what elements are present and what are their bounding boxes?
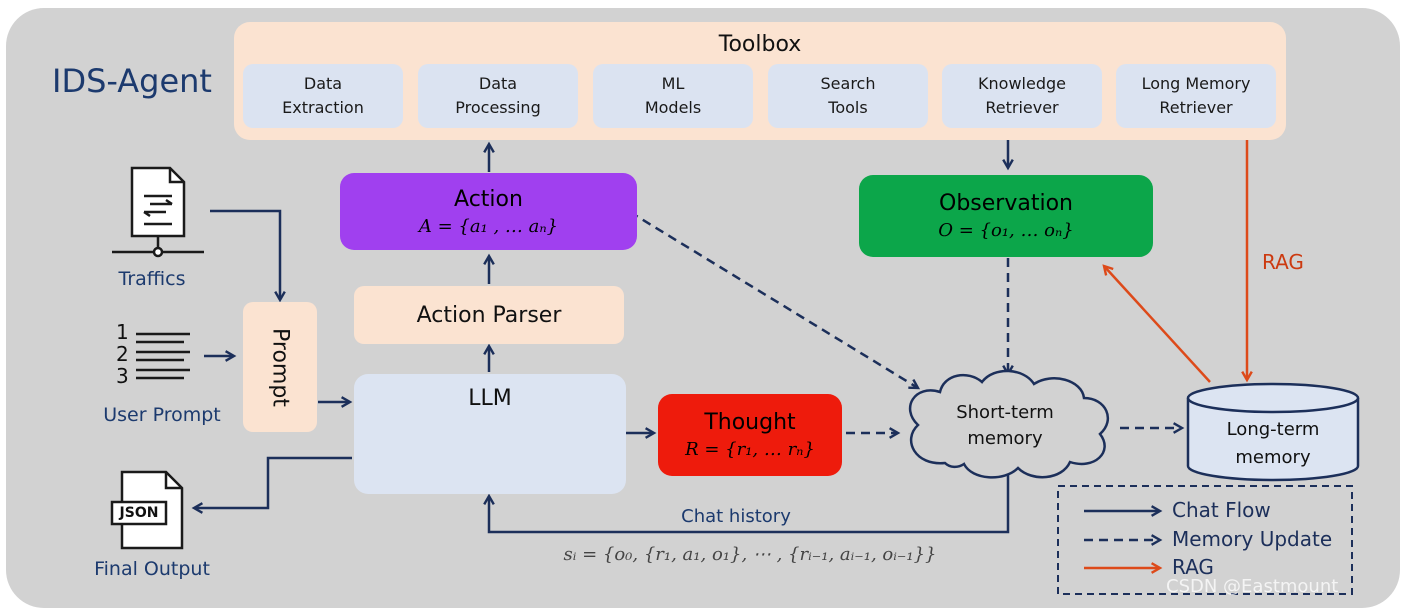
thought-box: Thought R = {r₁, … rₙ} bbox=[658, 394, 842, 476]
short-term-memory-cloud bbox=[908, 369, 1110, 479]
action-formula: A = {a₁ , … aₙ} bbox=[418, 215, 559, 237]
llm-box: LLM bbox=[354, 374, 626, 494]
toolbox-title: Toolbox bbox=[718, 32, 802, 57]
action-parser-box: Action Parser bbox=[354, 286, 624, 344]
tool-label: Data Processing bbox=[455, 74, 541, 117]
final-output-label: Final Output bbox=[94, 558, 210, 580]
prompt-label: Prompt bbox=[267, 327, 293, 407]
tool-data-extraction: Data Extraction bbox=[243, 64, 403, 128]
observation-title: Observation bbox=[939, 191, 1073, 216]
tool-label: Data Extraction bbox=[282, 74, 364, 117]
llm-title: LLM bbox=[468, 386, 512, 411]
legend-box bbox=[1057, 485, 1353, 595]
user-prompt-number-1: 1 bbox=[116, 320, 129, 344]
long-term-memory-cylinder bbox=[1186, 382, 1360, 482]
long-term-memory-label: Long-term memory bbox=[1226, 419, 1320, 468]
action-title: Action bbox=[454, 186, 523, 212]
short-term-memory-label: Short-term memory bbox=[956, 402, 1054, 449]
arrow-action-to-stm bbox=[629, 210, 918, 388]
tool-label: Long Memory Retriever bbox=[1141, 74, 1251, 117]
rag-label: RAG bbox=[1262, 250, 1304, 274]
watermark: CSDN @Eastmount bbox=[1166, 576, 1339, 597]
user-prompt-label: User Prompt bbox=[103, 404, 221, 426]
tool-label: Search Tools bbox=[820, 74, 876, 117]
action-parser-label: Action Parser bbox=[416, 302, 562, 328]
tool-label: Knowledge Retriever bbox=[978, 74, 1066, 117]
chat-history-formula: sᵢ = {o₀, {r₁, a₁, o₁}, ⋯ , {rᵢ₋₁, aᵢ₋₁,… bbox=[563, 544, 937, 565]
agent-title: IDS-Agent bbox=[52, 62, 212, 100]
thought-formula: R = {r₁, … rₙ} bbox=[685, 439, 815, 460]
json-badge: JSON bbox=[119, 505, 159, 521]
tool-label: ML Models bbox=[644, 74, 702, 117]
user-prompt-number-2: 2 bbox=[116, 342, 129, 366]
tool-ml-models: ML Models bbox=[593, 64, 753, 128]
traffics-label: Traffics bbox=[118, 268, 186, 290]
prompt-box: Prompt bbox=[243, 302, 317, 432]
tool-knowledge-retriever: Knowledge Retriever bbox=[942, 64, 1102, 128]
legend-chat-flow-label: Chat Flow bbox=[1172, 498, 1271, 522]
arrow-llm-to-output bbox=[194, 456, 352, 508]
arrow-chat-history bbox=[489, 470, 1010, 534]
user-prompt-list-icon bbox=[136, 332, 190, 380]
action-box: Action A = {a₁ , … aₙ} bbox=[340, 173, 637, 250]
user-prompt-number-3: 3 bbox=[116, 364, 129, 388]
observation-formula: O = {o₁, … oₙ} bbox=[938, 220, 1074, 241]
tool-data-processing: Data Processing bbox=[418, 64, 578, 128]
arrow-rag-ltm-to-observation bbox=[1104, 266, 1211, 383]
thought-title: Thought bbox=[704, 410, 796, 435]
legend-rag-label: RAG bbox=[1172, 555, 1214, 579]
json-file-icon bbox=[110, 470, 184, 550]
observation-box: Observation O = {o₁, … oₙ} bbox=[859, 175, 1153, 257]
arrow-traffics-to-prompt bbox=[210, 209, 280, 300]
tool-search-tools: Search Tools bbox=[768, 64, 928, 128]
tool-long-memory-retriever: Long Memory Retriever bbox=[1116, 64, 1276, 128]
legend-memory-update-label: Memory Update bbox=[1172, 527, 1333, 551]
traffics-icon bbox=[112, 166, 204, 258]
chat-history-label: Chat history bbox=[681, 506, 791, 527]
